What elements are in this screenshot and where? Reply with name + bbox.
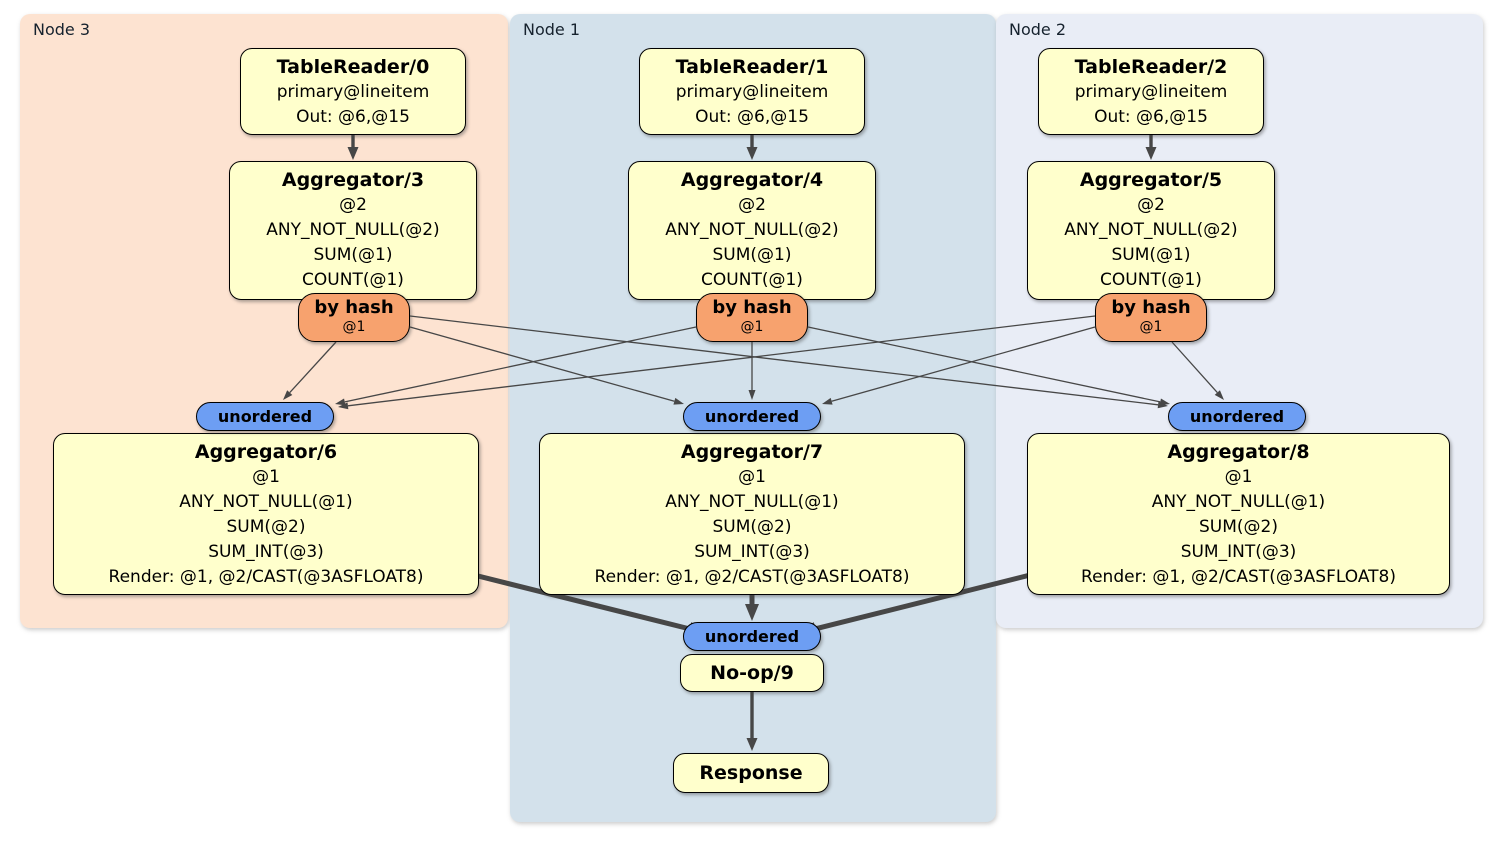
plan-node-detail: Render: @1, @2/CAST(@3ASFLOAT8): [108, 567, 424, 587]
sync-label: unordered: [704, 407, 800, 426]
plan-node-detail: Render: @1, @2/CAST(@3ASFLOAT8): [594, 567, 910, 587]
plan-node-detail: SUM(@2): [1199, 517, 1278, 537]
plan-node-aggregator-8: Aggregator/8 @1 ANY_NOT_NULL(@1) SUM(@2)…: [1027, 433, 1450, 595]
plan-node-detail: SUM(@2): [226, 517, 306, 537]
plan-node-detail: primary@lineitem: [1074, 82, 1228, 102]
router-by-hash-5: by hash @1: [1095, 293, 1207, 342]
router-by-hash-3: by hash @1: [298, 293, 410, 342]
plan-node-detail: Out: @6,@15: [1094, 107, 1208, 127]
plan-node-tablereader-0: TableReader/0 primary@lineitem Out: @6,@…: [240, 48, 466, 135]
plan-node-detail: SUM(@1): [313, 245, 393, 265]
plan-node-title: Aggregator/3: [281, 169, 425, 191]
plan-node-response: Response: [673, 753, 829, 793]
plan-node-title: Response: [699, 762, 803, 784]
plan-node-detail: COUNT(@1): [1100, 270, 1202, 290]
plan-node-tablereader-2: TableReader/2 primary@lineitem Out: @6,@…: [1038, 48, 1264, 135]
plan-node-detail: @1: [252, 467, 280, 487]
router-label: by hash: [712, 297, 792, 318]
sync-label: unordered: [1189, 407, 1285, 426]
plan-node-detail: ANY_NOT_NULL(@2): [266, 220, 440, 240]
plan-node-detail: primary@lineitem: [276, 82, 430, 102]
plan-node-title: Aggregator/6: [194, 441, 338, 463]
sync-label: unordered: [704, 627, 800, 646]
plan-node-detail: SUM_INT(@3): [1180, 542, 1297, 562]
router-detail: @1: [1139, 319, 1163, 335]
plan-node-detail: SUM(@2): [712, 517, 792, 537]
plan-node-title: No-op/9: [710, 662, 794, 684]
plan-node-title: TableReader/2: [1074, 56, 1228, 78]
region-label-node-1: Node 1: [523, 20, 581, 39]
sync-unordered-7: unordered: [683, 402, 821, 431]
plan-node-detail: ANY_NOT_NULL(@1): [179, 492, 353, 512]
plan-node-detail: ANY_NOT_NULL(@2): [665, 220, 839, 240]
sync-unordered-6: unordered: [196, 402, 334, 431]
plan-node-aggregator-5: Aggregator/5 @2 ANY_NOT_NULL(@2) SUM(@1)…: [1027, 161, 1275, 300]
plan-node-noop-9: No-op/9: [680, 654, 824, 692]
plan-node-detail: SUM_INT(@3): [694, 542, 810, 562]
plan-node-detail: ANY_NOT_NULL(@1): [1151, 492, 1326, 512]
plan-node-detail: @2: [738, 195, 766, 215]
router-detail: @1: [740, 319, 764, 335]
plan-node-detail: Render: @1, @2/CAST(@3ASFLOAT8): [1081, 567, 1396, 587]
plan-node-title: Aggregator/4: [680, 169, 824, 191]
plan-node-title: TableReader/1: [675, 56, 829, 78]
plan-node-detail: SUM(@1): [712, 245, 792, 265]
sync-unordered-9: unordered: [683, 622, 821, 651]
plan-node-aggregator-4: Aggregator/4 @2 ANY_NOT_NULL(@2) SUM(@1)…: [628, 161, 876, 300]
router-detail: @1: [342, 319, 366, 335]
plan-node-detail: SUM(@1): [1111, 245, 1191, 265]
plan-node-title: TableReader/0: [276, 56, 430, 78]
plan-node-detail: ANY_NOT_NULL(@1): [665, 492, 839, 512]
region-label-node-2: Node 2: [1009, 20, 1067, 39]
plan-node-title: Aggregator/7: [680, 441, 824, 463]
router-by-hash-4: by hash @1: [696, 293, 808, 342]
plan-node-detail: Out: @6,@15: [296, 107, 410, 127]
plan-node-title: Aggregator/8: [1167, 441, 1310, 463]
plan-node-detail: Out: @6,@15: [695, 107, 809, 127]
plan-node-tablereader-1: TableReader/1 primary@lineitem Out: @6,@…: [639, 48, 865, 135]
region-label-node-3: Node 3: [33, 20, 91, 39]
plan-node-detail: @1: [1224, 467, 1253, 487]
plan-node-aggregator-3: Aggregator/3 @2 ANY_NOT_NULL(@2) SUM(@1)…: [229, 161, 477, 300]
plan-node-aggregator-6: Aggregator/6 @1 ANY_NOT_NULL(@1) SUM(@2)…: [53, 433, 479, 595]
plan-node-detail: @2: [339, 195, 367, 215]
plan-node-detail: primary@lineitem: [675, 82, 829, 102]
plan-node-detail: SUM_INT(@3): [208, 542, 324, 562]
plan-node-detail: COUNT(@1): [701, 270, 803, 290]
sync-unordered-8: unordered: [1168, 402, 1306, 431]
plan-node-title: Aggregator/5: [1079, 169, 1223, 191]
plan-node-detail: @1: [738, 467, 766, 487]
plan-node-aggregator-7: Aggregator/7 @1 ANY_NOT_NULL(@1) SUM(@2)…: [539, 433, 965, 595]
plan-node-detail: @2: [1137, 195, 1165, 215]
router-label: by hash: [314, 297, 394, 318]
router-label: by hash: [1111, 297, 1191, 318]
sync-label: unordered: [217, 407, 313, 426]
plan-node-detail: COUNT(@1): [302, 270, 404, 290]
plan-node-detail: ANY_NOT_NULL(@2): [1064, 220, 1238, 240]
